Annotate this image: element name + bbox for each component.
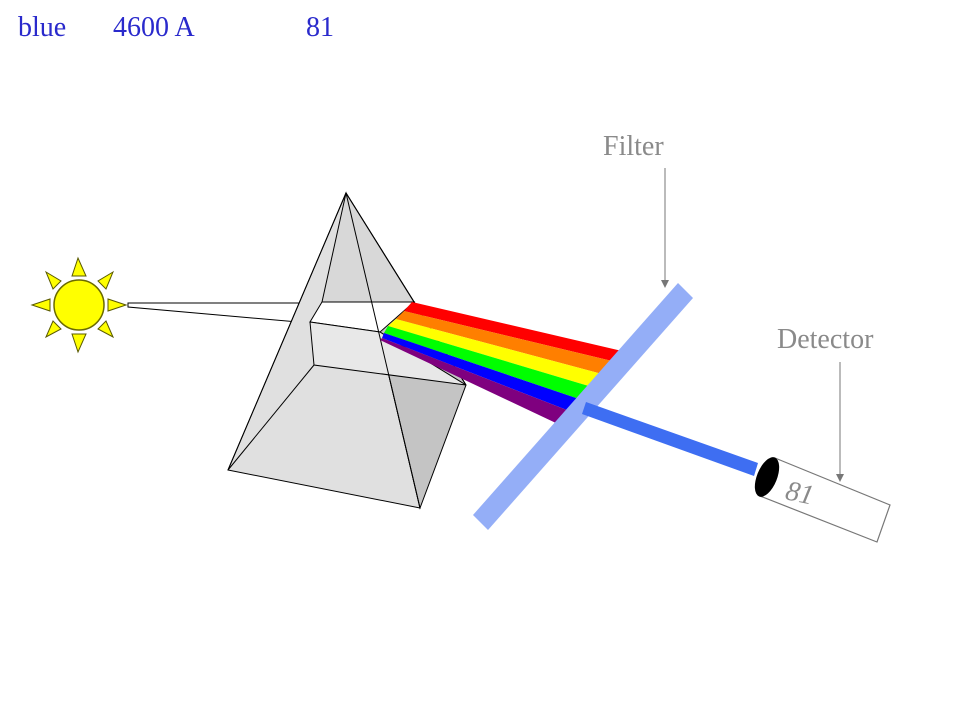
white-light-beam	[127, 302, 303, 323]
detector-label: Detector	[777, 324, 874, 355]
filter-label: Filter	[603, 131, 664, 162]
detector-tube	[754, 457, 891, 543]
color-name: blue	[18, 12, 67, 43]
spectrum-beam	[380, 302, 622, 424]
detector-reading: 81	[306, 12, 334, 43]
detector-lens	[754, 457, 780, 497]
detector-value: 81	[783, 475, 817, 511]
filter-bar	[473, 283, 693, 530]
header-readout: blue 4600 A 81	[0, 8, 400, 48]
transmitted-beam	[582, 402, 758, 476]
wavelength-value: 4600 A	[113, 12, 195, 43]
sun-icon	[30, 256, 128, 354]
